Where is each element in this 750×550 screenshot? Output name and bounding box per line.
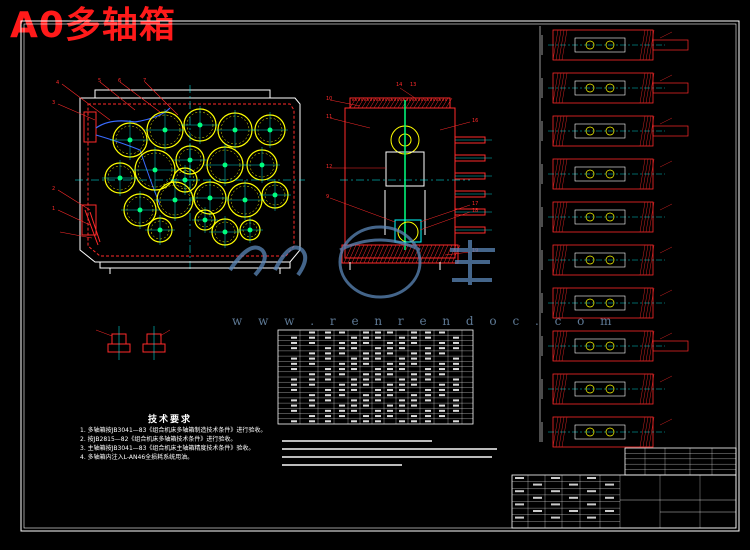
watermark-url: w w w . r e n r e n d o c . c o m	[232, 314, 618, 328]
shaft-center	[247, 227, 253, 233]
spindle-output	[454, 154, 492, 162]
drawing-title: A0多轴箱	[10, 5, 176, 46]
tech-requirements-heading: 技术要求	[148, 415, 193, 425]
shaft-center	[232, 127, 238, 133]
svg-text:6: 6	[118, 78, 121, 84]
shaft-center	[182, 177, 188, 183]
gear-group	[102, 106, 291, 248]
svg-text:14: 14	[396, 82, 402, 88]
shaft-group	[117, 122, 278, 235]
spindle-assembly	[541, 158, 673, 190]
spindle-output	[454, 136, 492, 144]
spindle-output	[454, 172, 492, 180]
shaft-center	[207, 195, 213, 201]
spindle-assembly	[541, 244, 673, 276]
shaft-center	[157, 227, 163, 233]
shaft-center	[137, 207, 143, 213]
spindle-assembly	[541, 330, 689, 362]
shaft-center	[162, 127, 168, 133]
svg-text:3: 3	[52, 100, 55, 106]
tech-requirement-item: 2. 按JB2815—82《组合机床多轴箱技术条件》进行验收。	[80, 436, 237, 443]
front-view	[75, 85, 305, 274]
svg-text:18: 18	[472, 208, 478, 214]
tech-requirements-list: 1. 多轴箱按JB3041—83《组合机床多轴箱制造技术条件》进行验收。 2. …	[80, 426, 280, 462]
housing-outline	[79, 97, 301, 263]
tech-requirement-item: 3. 主轴箱按JB3041—83《组合机床主轴箱精度技术条件》验收。	[80, 445, 255, 452]
shaft-center	[127, 137, 133, 143]
side-section-view	[329, 87, 492, 270]
svg-text:2: 2	[52, 186, 55, 192]
spindle-output	[454, 226, 492, 234]
svg-text:12: 12	[326, 164, 332, 170]
svg-text:11: 11	[326, 114, 332, 120]
svg-text:16: 16	[472, 118, 478, 124]
spindle-output	[454, 208, 492, 216]
svg-text:10: 10	[326, 96, 332, 102]
shaft-center	[242, 197, 248, 203]
tech-requirement-item: 1. 多轴箱按JB3041—83《组合机床多轴箱制造技术条件》进行验收。	[80, 427, 267, 434]
title-block	[511, 447, 737, 529]
spindle-detail-column	[539, 26, 689, 448]
small-detail	[95, 326, 171, 360]
svg-text:17: 17	[472, 201, 478, 207]
spindle-assembly	[541, 115, 689, 147]
spindle-assembly	[541, 287, 673, 319]
shaft-center	[272, 192, 278, 198]
shaft-center	[222, 162, 228, 168]
shaft-center	[197, 122, 203, 128]
svg-text:5: 5	[98, 78, 101, 84]
svg-text:4: 4	[56, 80, 59, 86]
outer-frame	[20, 20, 740, 532]
watermark-logo	[228, 225, 495, 299]
shaft-center	[222, 229, 228, 235]
shaft-center	[259, 162, 265, 168]
spindle-assembly	[541, 72, 689, 104]
shaft-center	[117, 175, 123, 181]
tech-requirement-item: 4. 多轴箱内注入L-AN46全损耗系统用油。	[80, 454, 194, 461]
svg-text:9: 9	[326, 194, 329, 200]
spindle-assembly	[541, 29, 689, 61]
shaft-center	[267, 127, 273, 133]
front-callout-labels: 4 5 6 7 3 2 1	[52, 78, 146, 212]
shaft-center	[152, 167, 158, 173]
shaft-center	[172, 197, 178, 203]
spindle-assembly	[541, 416, 673, 448]
svg-text:13: 13	[410, 82, 416, 88]
spindle-assembly	[541, 201, 673, 233]
inner-frame	[23, 23, 737, 529]
spindle-assembly	[541, 373, 673, 405]
front-callouts	[57, 81, 179, 239]
spindle-data-table	[277, 329, 497, 466]
spindle-output	[454, 190, 492, 198]
svg-text:1: 1	[52, 206, 55, 212]
shaft-center	[202, 217, 208, 223]
svg-text:7: 7	[143, 78, 146, 84]
